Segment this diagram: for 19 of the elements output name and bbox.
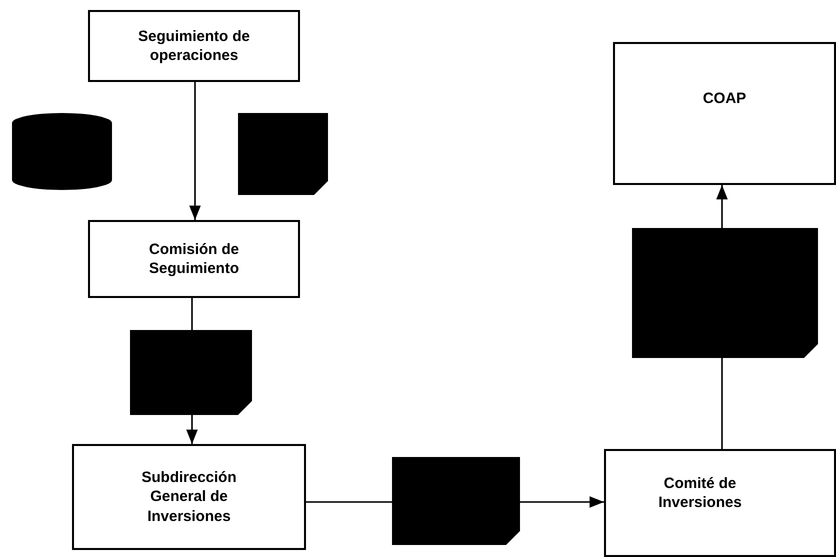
box-label: Comisión de Seguimiento xyxy=(148,240,240,278)
arrow xyxy=(189,82,201,220)
arrow xyxy=(520,496,604,508)
process-box xyxy=(613,42,836,185)
box-label: COAP xyxy=(702,88,746,108)
arrow xyxy=(716,185,728,228)
arrow xyxy=(186,415,198,444)
box-label: Seguimiento de operaciones xyxy=(137,26,251,66)
dark-document-block xyxy=(130,330,252,415)
dark-document-block xyxy=(238,113,328,195)
box-label: Subdirección General de Inversiones xyxy=(140,468,238,526)
process-box xyxy=(604,449,836,557)
dark-document-block xyxy=(632,228,818,358)
database-cylinder xyxy=(12,113,112,190)
process-box xyxy=(88,10,300,82)
dark-document-block xyxy=(392,457,520,545)
process-box xyxy=(72,444,306,550)
process-box xyxy=(88,220,300,298)
box-label: Comité de Inversiones xyxy=(657,474,743,512)
